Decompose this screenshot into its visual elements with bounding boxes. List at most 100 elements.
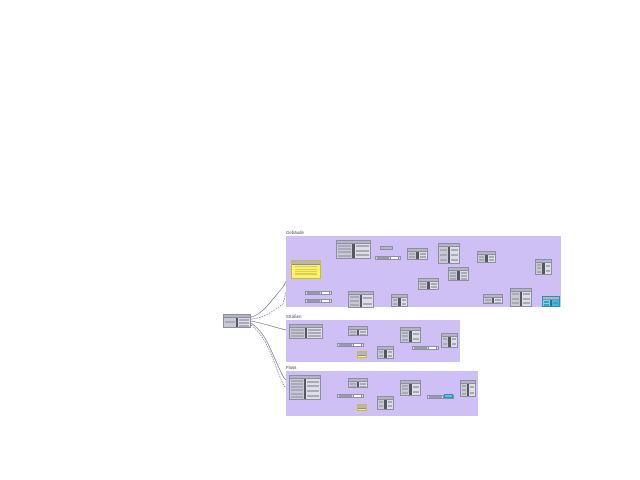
output-port[interactable] [387,405,392,408]
output-port[interactable] [360,382,366,385]
input-port[interactable] [379,401,384,404]
input-port[interactable] [544,300,549,303]
graph-node[interactable] [438,243,460,264]
input-port[interactable] [462,388,466,391]
text-field[interactable] [321,300,330,302]
input-port[interactable] [350,385,356,387]
graph-node[interactable] [377,346,394,359]
input-port[interactable] [512,293,519,296]
output-port[interactable] [451,343,456,346]
input-port[interactable] [291,331,304,334]
output-port[interactable] [401,298,406,301]
highlighted-pill[interactable] [444,394,453,398]
output-port[interactable] [307,385,319,388]
input-port[interactable] [450,271,457,274]
input-port[interactable] [537,263,542,266]
graph-node[interactable] [400,327,421,343]
output-port[interactable] [451,253,458,256]
output-port[interactable] [488,255,494,258]
input-port[interactable] [393,298,398,301]
graph-node[interactable] [483,294,503,304]
input-port[interactable] [443,343,448,346]
output-port[interactable] [523,297,530,300]
code-block-node[interactable] [291,260,321,279]
input-port[interactable] [485,301,491,303]
output-port[interactable] [470,391,474,394]
graph-node[interactable] [535,259,552,275]
input-port[interactable] [420,282,427,285]
string-input-node[interactable] [375,256,401,260]
input-port[interactable] [379,405,384,408]
output-port[interactable] [553,301,558,304]
output-port[interactable] [412,385,419,388]
input-port[interactable] [379,350,384,353]
output-port[interactable] [451,338,456,341]
graph-node[interactable] [289,324,323,339]
graph-node[interactable] [418,278,439,290]
output-port[interactable] [387,354,392,357]
input-port[interactable] [350,333,356,335]
input-port[interactable] [485,298,491,301]
output-port[interactable] [239,324,249,327]
text-field[interactable] [428,347,437,349]
output-port[interactable] [387,401,392,404]
output-port[interactable] [412,337,419,340]
string-input-node[interactable] [337,394,364,398]
text-field[interactable] [353,395,362,397]
output-port[interactable] [239,318,249,321]
output-port[interactable] [308,334,321,337]
graph-node[interactable] [348,378,368,388]
text-field[interactable] [390,257,399,259]
output-port[interactable] [387,350,392,353]
input-port[interactable] [440,248,447,251]
input-port[interactable] [350,303,359,306]
output-port[interactable] [355,245,369,248]
output-port[interactable] [307,380,319,383]
input-port[interactable] [291,334,304,337]
output-port[interactable] [307,390,319,393]
input-port[interactable] [393,302,398,305]
input-port[interactable] [402,335,409,338]
input-port[interactable] [291,395,303,398]
input-port[interactable] [350,382,356,385]
input-port[interactable] [402,388,409,391]
input-port[interactable] [402,384,409,387]
input-port[interactable] [409,255,416,258]
input-port[interactable] [462,385,466,388]
input-port[interactable] [440,258,447,261]
output-port[interactable] [401,302,406,305]
input-port[interactable] [409,252,416,255]
output-port[interactable] [355,254,369,257]
dispatcher-node[interactable] [223,314,251,328]
output-port[interactable] [308,331,321,334]
input-port[interactable] [512,297,519,300]
output-port[interactable] [308,328,321,331]
output-port[interactable] [430,285,437,288]
input-port[interactable] [420,285,427,288]
input-port[interactable] [291,386,303,389]
output-port[interactable] [307,394,319,397]
output-port[interactable] [523,293,530,296]
output-port[interactable] [360,385,366,387]
output-port[interactable] [451,258,458,261]
input-port[interactable] [537,267,542,270]
output-port[interactable] [239,321,249,324]
input-port[interactable] [291,389,303,392]
input-port[interactable] [402,338,409,341]
input-port[interactable] [350,299,359,302]
output-port[interactable] [545,264,550,267]
input-port[interactable] [291,379,303,382]
graph-node[interactable] [391,294,408,307]
input-port[interactable] [462,392,466,395]
input-port[interactable] [338,251,352,254]
input-port[interactable] [512,302,519,305]
output-port[interactable] [412,332,419,335]
output-port[interactable] [451,248,458,251]
graph-node[interactable] [336,240,371,259]
input-port[interactable] [544,303,549,306]
output-port[interactable] [460,277,467,280]
output-port[interactable] [419,252,426,255]
code-body[interactable] [293,265,319,277]
input-port[interactable] [402,331,409,334]
